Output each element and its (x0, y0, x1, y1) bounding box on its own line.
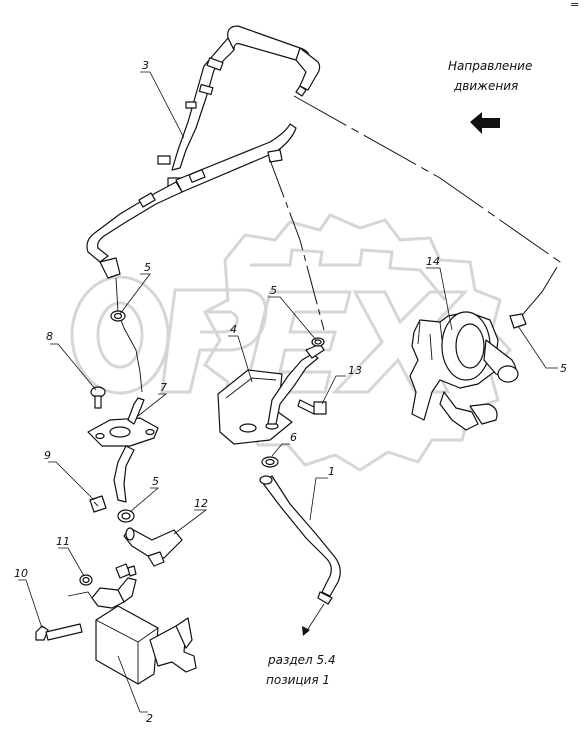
callout-7: 7 (160, 381, 167, 394)
bolt-10 (35, 623, 83, 641)
callout-6: 6 (290, 431, 297, 444)
thin-tube-left (115, 277, 143, 393)
callout-13: 13 (348, 364, 362, 377)
canister (91, 563, 197, 685)
clamp-6 (261, 456, 279, 468)
nut-11 (79, 574, 93, 586)
direction-arrow-icon (470, 112, 500, 134)
callout-3: 3 (142, 59, 149, 72)
reference-arrow (305, 603, 325, 633)
callout-8: 8 (46, 330, 53, 343)
clamp-5-left (110, 310, 126, 322)
bolt-13 (297, 399, 327, 415)
callout-5-bracket: 5 (270, 284, 277, 297)
direction-note-line1: Направление (448, 59, 532, 73)
reference-note-line1: раздел 5.4 (267, 653, 336, 667)
bracket (217, 343, 325, 445)
hose-1 (259, 475, 341, 605)
valve-assembly (409, 311, 527, 431)
clamp-5-lower (117, 509, 135, 523)
callout-11: 11 (56, 535, 70, 548)
mounting-plate (87, 397, 159, 503)
corner-mark: = (570, 0, 579, 11)
callout-5-left: 5 (144, 261, 151, 274)
callout-4: 4 (230, 323, 237, 336)
callout-9: 9 (44, 449, 51, 462)
callout-5-right: 5 (560, 362, 567, 375)
callout-5-lower: 5 (152, 475, 159, 488)
reference-note-line2: позиция 1 (266, 673, 330, 687)
screw-8 (90, 386, 106, 409)
clamp-5-bracket (311, 337, 325, 347)
callout-14: 14 (426, 255, 440, 268)
upper-vent-hose (86, 25, 321, 279)
callout-10: 10 (14, 567, 28, 580)
callouts: 3 5 5 4 14 5 13 8 7 9 5 12 6 1 11 10 2 (14, 59, 567, 725)
callout-12: 12 (194, 497, 208, 510)
watermark-letters (70, 275, 469, 395)
leader-lines (18, 71, 558, 713)
callout-2: 2 (146, 712, 153, 725)
hose-12 (123, 527, 183, 567)
callout-1: 1 (328, 465, 335, 478)
dash-lines (269, 95, 561, 331)
direction-note-line2: движения (453, 79, 518, 93)
